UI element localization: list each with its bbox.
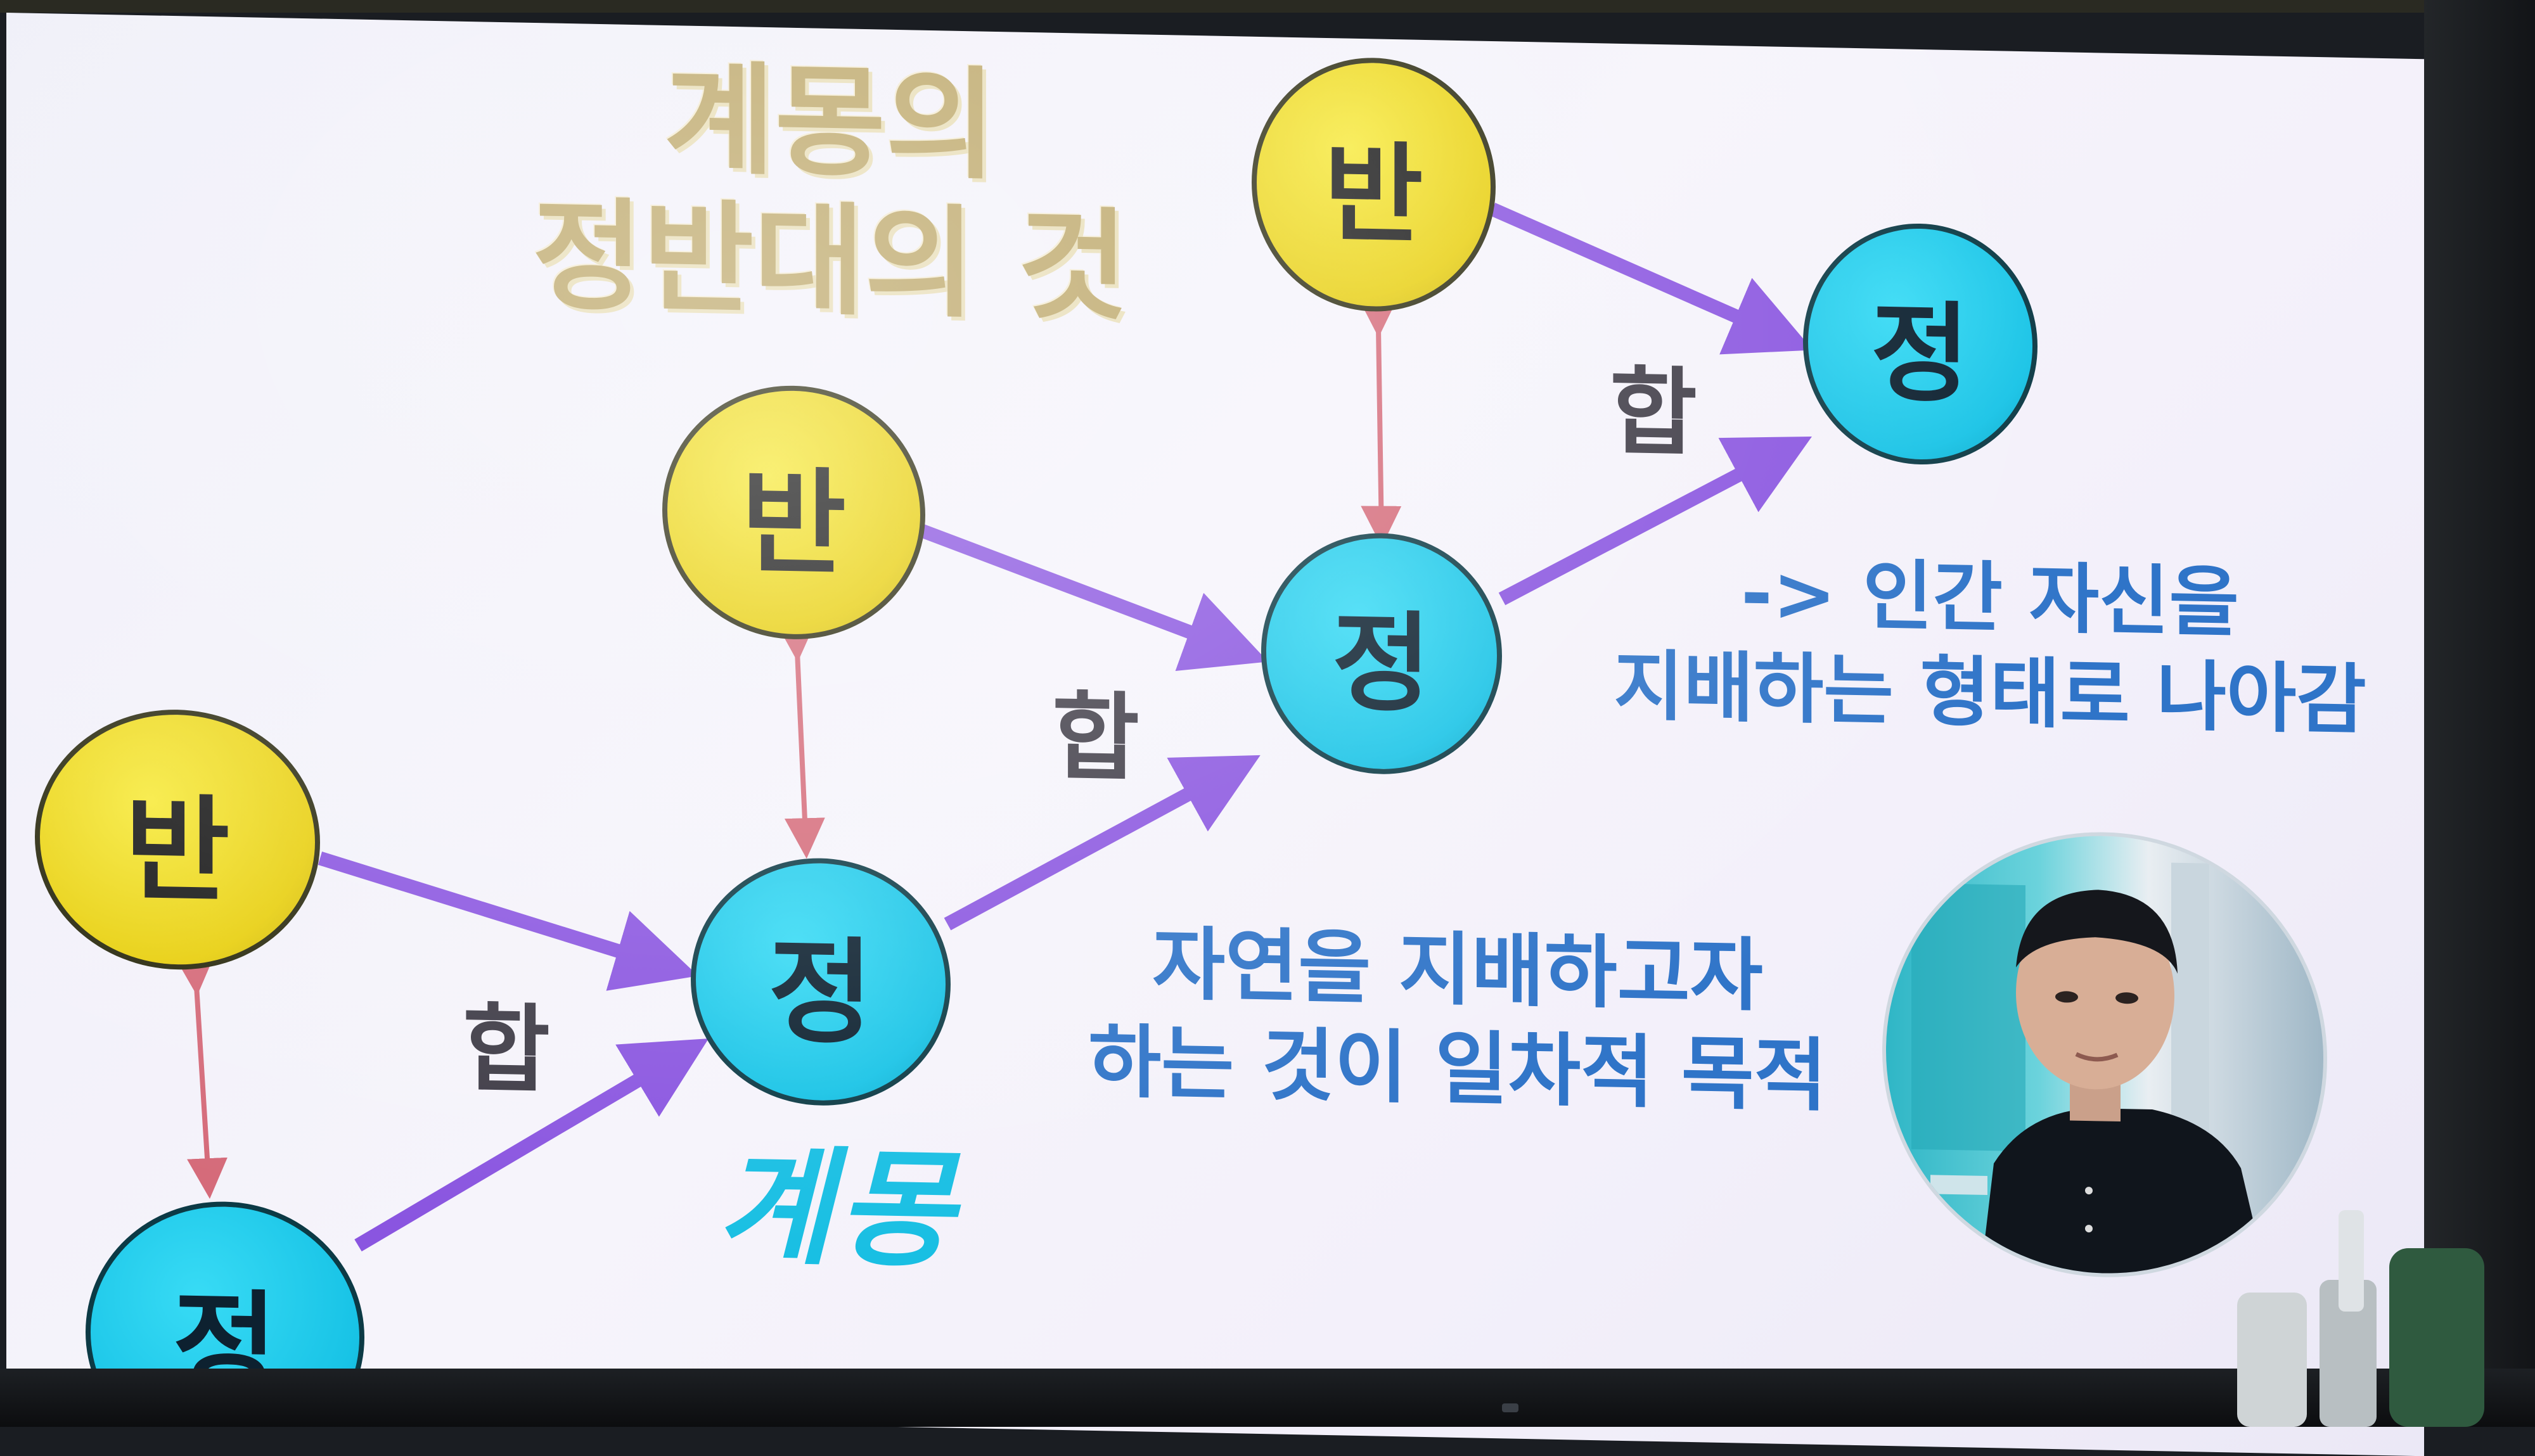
- headline-line1: 계몽의: [664, 49, 997, 196]
- right-annotation-line2: 지배하는 형태로 나아감: [1614, 642, 2366, 745]
- synthesis-label-2: 합: [1052, 682, 1140, 795]
- node-label: 정: [768, 925, 873, 1060]
- right-annotation: -> 인간 자신을 지배하는 형태로 나아감: [1578, 544, 2402, 750]
- synthesis-label-3: 합: [1610, 357, 1698, 469]
- tv-bottom-bezel: [0, 1369, 2535, 1427]
- node-label: 정: [1870, 290, 1970, 418]
- node-label: 반: [741, 456, 847, 591]
- right-annotation-line1: -> 인간 자신을: [1741, 549, 2239, 648]
- double-arrow-ban1-jeong1: [174, 954, 228, 1199]
- background-objects: [2237, 1210, 2484, 1427]
- arrow-jeong1-to-jeong2: [354, 1038, 709, 1252]
- presenter-avatar: [1882, 827, 2327, 1282]
- center-annotation-line1: 자연을 지배하고자: [1152, 918, 1763, 1023]
- presenter-figure: [1911, 862, 2266, 1277]
- tv-screen: 계몽의 정반대의 것 반 정 정 반 정 반 정 합 합 합 계몽 -> 인간 …: [6, 13, 2424, 1456]
- headline-line2: 정반대의 것: [532, 185, 1129, 337]
- tv-top-bezel: [0, 0, 2535, 13]
- center-annotation-line2: 하는 것이 일차적 목적: [1088, 1016, 1827, 1123]
- double-arrow-ban3-jeong3: [1357, 297, 1402, 547]
- arrow-ban1-to-jeong2: [318, 852, 698, 991]
- diagram-arrows: [174, 202, 1813, 1252]
- node-label: 정: [1332, 600, 1432, 728]
- node-label: 반: [1324, 131, 1423, 259]
- node-label: 반: [125, 783, 230, 918]
- arrow-jeong2-to-jeong3: [944, 755, 1261, 931]
- tv-power-led: [1502, 1403, 1518, 1412]
- arrow-ban2-to-jeong3: [920, 524, 1269, 672]
- synthesis-label-1: 합: [463, 993, 551, 1106]
- arrow-jeong3-to-jeong4: [1498, 436, 1812, 606]
- arrow-ban3-to-jeong4: [1489, 202, 1813, 355]
- double-arrow-ban2-jeong2: [775, 621, 825, 859]
- headline: 계몽의 정반대의 것: [450, 46, 1210, 338]
- tv-right-bezel: [2424, 0, 2535, 1427]
- first-stage-label: 계몽: [716, 1133, 958, 1286]
- center-annotation: 자연을 지배하고자 하는 것이 일차적 목적: [1046, 913, 1870, 1127]
